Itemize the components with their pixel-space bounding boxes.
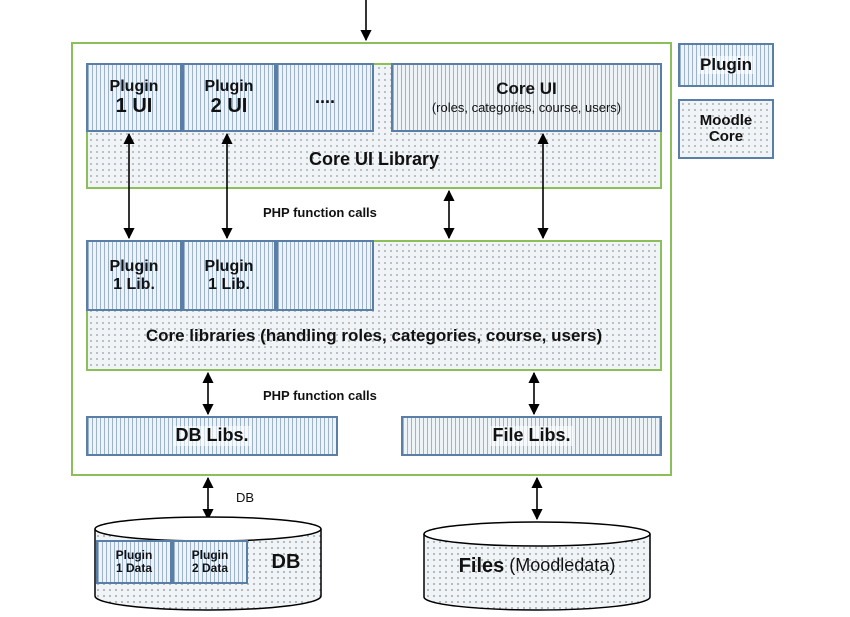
core-ui-library-label: Core UI Library — [308, 149, 440, 170]
php-calls-label-bottom: PHP function calls — [263, 388, 377, 403]
legend-moodle-core: Moodle Core — [678, 99, 774, 159]
db-store-title: DB — [271, 551, 301, 573]
plugin2-ui-box: Plugin 2 UI — [182, 63, 276, 132]
core-libraries-label: Core libraries (handling roles, categori… — [145, 325, 603, 345]
db-libs-label: DB Libs. — [173, 425, 251, 446]
plugin1-lib-line2: 1 Lib. — [113, 275, 155, 293]
legend-core-line2: Core — [708, 128, 744, 145]
plugin1-lib-box: Plugin 1 Lib. — [86, 240, 182, 311]
plugin1-ui-line1: Plugin — [109, 77, 159, 95]
plugin1-ui-box: Plugin 1 UI — [86, 63, 182, 132]
plugin1-data-line2: 1 Data — [115, 561, 153, 575]
core-ui-subtitle: (roles, categories, course, users) — [431, 100, 622, 116]
plugin2-data-box: Plugin 2 Data — [172, 540, 248, 584]
file-libs-box: File Libs. — [401, 416, 662, 456]
plugin2-ui-line1: Plugin — [204, 77, 254, 95]
plugin2-data-line2: 2 Data — [191, 561, 229, 575]
core-ui-title: Core UI — [496, 78, 557, 98]
plugin1-lib-line1: Plugin — [109, 257, 159, 275]
more-plugins-ui-box: .... — [276, 63, 374, 132]
plugin1-data-line1: Plugin — [115, 547, 153, 562]
plugin1-data-box: Plugin 1 Data — [96, 540, 172, 584]
plugin2-lib-line2: 1 Lib. — [208, 275, 250, 293]
file-libs-label: File Libs. — [490, 425, 573, 446]
files-store-label: Files (Moodledata) — [424, 552, 650, 580]
legend-plugin-label: Plugin — [698, 54, 754, 75]
db-libs-box: DB Libs. — [86, 416, 338, 456]
plugin2-data-line1: Plugin — [191, 547, 229, 562]
more-plugins-label: .... — [314, 86, 335, 107]
legend-plugin: Plugin — [678, 43, 774, 87]
plugin2-lib-box: Plugin 1 Lib. — [182, 240, 276, 311]
plugin2-lib-line1: Plugin — [204, 257, 254, 275]
files-store-sub: (Moodledata) — [509, 555, 616, 576]
php-calls-label-top: PHP function calls — [263, 205, 377, 220]
moodle-architecture-frame — [71, 42, 672, 476]
plugin2-ui-line2: 2 UI — [210, 95, 248, 118]
more-plugins-lib-box — [276, 240, 374, 311]
files-store-title: Files — [458, 555, 505, 577]
core-ui-box: Core UI (roles, categories, course, user… — [391, 63, 662, 132]
plugin1-ui-line2: 1 UI — [115, 95, 153, 118]
files-cylinder — [423, 521, 651, 611]
legend-core-line1: Moodle — [699, 111, 753, 129]
db-connection-label: DB — [236, 490, 255, 505]
